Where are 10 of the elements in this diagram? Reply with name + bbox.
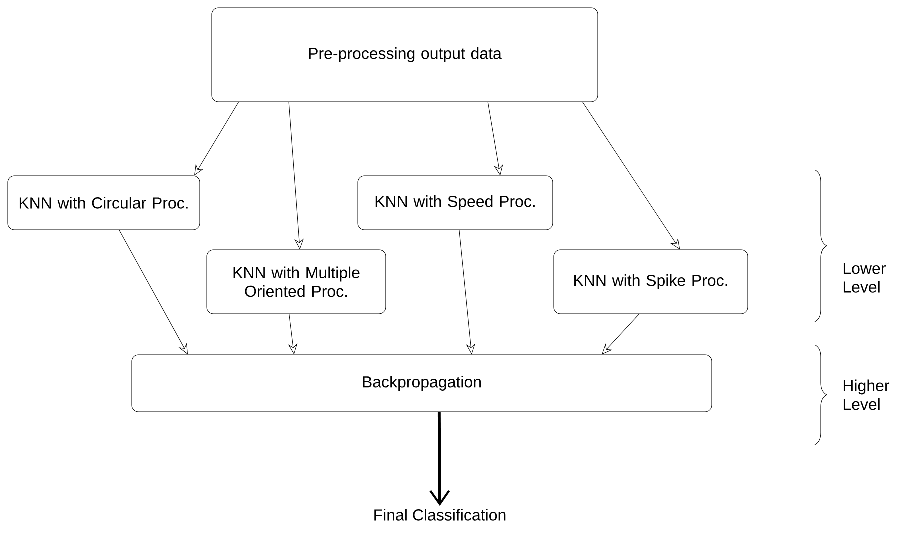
level-label: Lower Level (844, 263, 886, 293)
process-box: KNN with Speed Proc. (358, 176, 554, 230)
arrow (430, 412, 450, 506)
process-box: KNN with Multiple Oriented Proc. (206, 250, 386, 314)
output-label: Final Classification (374, 509, 506, 521)
process-box: Backpropagation (132, 354, 712, 412)
process-box: Pre-processing output data (212, 8, 598, 102)
process-box: KNN with Spike Proc. (554, 250, 748, 314)
process-box: KNN with Circular Proc. (8, 176, 200, 230)
level-label: Higher Level (844, 380, 890, 410)
